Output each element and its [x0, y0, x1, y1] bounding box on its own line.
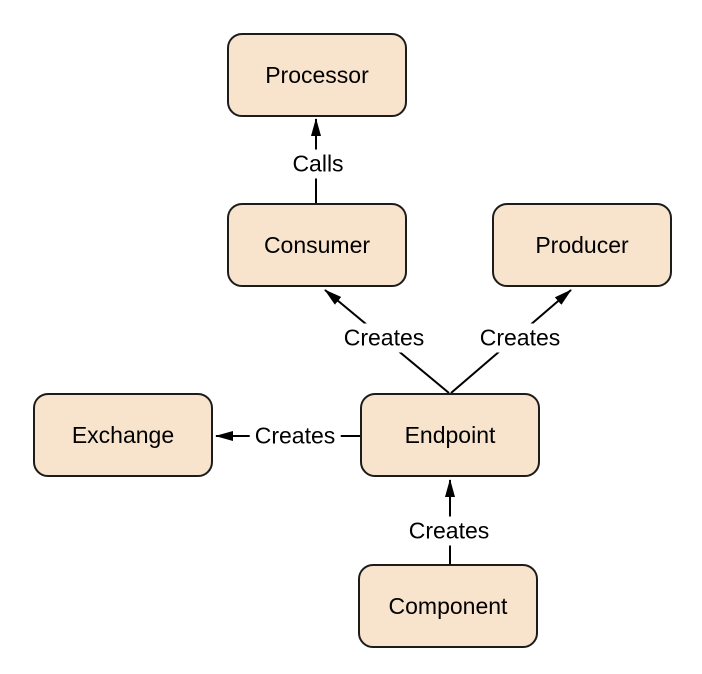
node-consumer: Consumer — [227, 203, 407, 287]
edge-label-creates-producer: Creates — [474, 323, 566, 353]
node-component-label: Component — [388, 592, 508, 619]
node-endpoint-label: Endpoint — [404, 421, 496, 448]
edge-label-calls: Calls — [287, 149, 349, 179]
node-processor: Processor — [227, 33, 407, 117]
edge-label-creates-consumer: Creates — [338, 323, 430, 353]
node-endpoint: Endpoint — [360, 393, 540, 477]
node-consumer-label: Consumer — [263, 231, 371, 258]
node-component: Component — [358, 564, 538, 648]
node-producer: Producer — [492, 203, 672, 287]
edge-label-creates-exchange: Creates — [249, 421, 341, 451]
node-exchange-label: Exchange — [71, 421, 175, 448]
edge-label-creates-endpoint: Creates — [403, 516, 495, 546]
node-producer-label: Producer — [535, 231, 629, 258]
node-processor-label: Processor — [265, 61, 369, 88]
node-exchange: Exchange — [33, 393, 213, 477]
